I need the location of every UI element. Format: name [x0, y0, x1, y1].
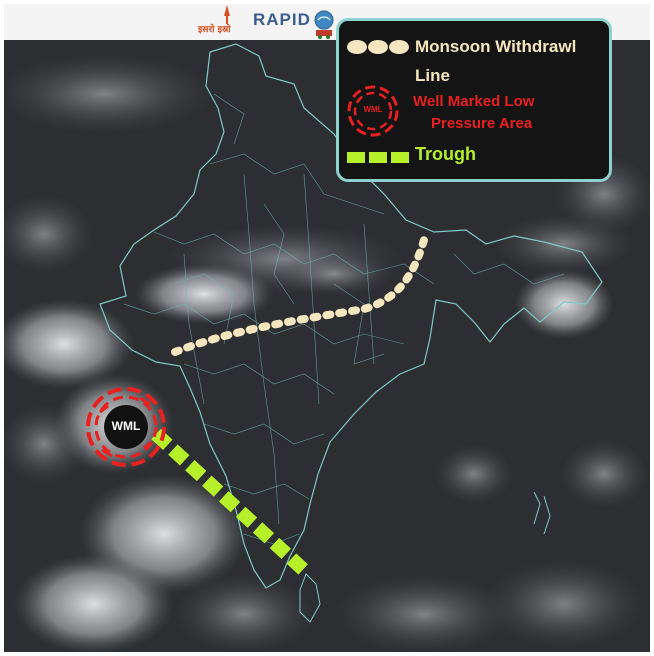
trough-line [151, 428, 311, 578]
legend-panel: Monsoon Withdrawl Line WML Well Marked L… [336, 18, 612, 182]
monsoon-withdrawal-line [171, 236, 428, 356]
wml-legend-icon-label: WML [363, 105, 383, 114]
cloud-cover [4, 39, 650, 652]
imd-emblem-icon [314, 10, 334, 39]
isro-rocket-icon [224, 5, 230, 24]
isro-logo-text: इसरो इस्रो [198, 25, 231, 35]
wml-marker [86, 387, 166, 467]
satellite-map [4, 39, 650, 652]
india-boundary [99, 43, 603, 623]
trough-legend-icon [347, 152, 409, 163]
rapid-logo-text: RAPID [253, 10, 311, 29]
legend-withdrawal-label-1: Monsoon Withdrawl [415, 37, 577, 56]
legend-wml-label-1: Well Marked Low [413, 93, 535, 110]
wml-legend-icon [347, 85, 399, 137]
legend-trough-label: Trough [415, 144, 476, 164]
state-boundaries [123, 93, 565, 545]
wml-map-label: WML [111, 419, 141, 433]
legend-withdrawal-label-2: Line [415, 66, 450, 85]
legend-wml-label-2: Pressure Area [431, 115, 533, 132]
withdrawal-line-legend-icon [347, 40, 409, 54]
